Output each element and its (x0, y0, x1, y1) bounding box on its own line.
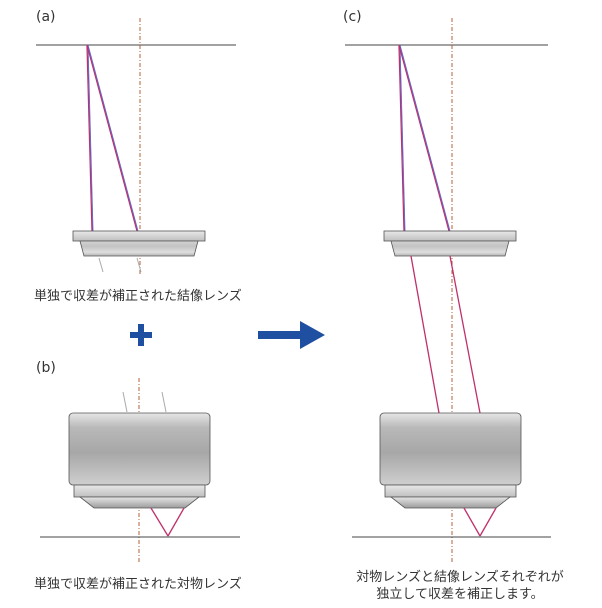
light-ray-a-2 (87, 44, 94, 232)
tube-lens-c (383, 230, 517, 257)
light-ray-c-1 (398, 44, 405, 232)
light-ray-c-7 (463, 507, 481, 537)
light-ray-a-3 (86, 44, 138, 232)
light-ray-a-1 (86, 44, 93, 232)
parallel-ray-b-1 (122, 391, 128, 413)
caption-b: 単独で収差が補正された対物レンズ (34, 577, 242, 592)
light-ray-c-4 (399, 44, 451, 232)
panel-label-b: (b) (36, 360, 56, 376)
light-ray-b-2 (167, 507, 185, 537)
objective-lens-b (68, 412, 211, 509)
right-arrow-icon (258, 321, 325, 349)
light-ray-b-1 (150, 507, 169, 537)
panel-label-c: (c) (343, 9, 362, 25)
panel-label-a: (a) (36, 9, 56, 25)
light-ray-c-2 (399, 44, 406, 232)
parallel-ray-b-2 (161, 391, 167, 413)
plus-icon (130, 324, 152, 346)
objective-lens-c (379, 412, 522, 509)
light-ray-a-4 (87, 44, 139, 232)
panel-b (40, 378, 240, 562)
caption-c-line1: 対物レンズと結像レンズそれぞれが (356, 570, 564, 585)
light-ray-c-6 (449, 255, 481, 414)
caption-c: 対物レンズと結像レンズそれぞれが 独立して収差を補正します。 (340, 569, 580, 603)
light-ray-c-8 (479, 507, 497, 537)
light-ray-c-3 (398, 44, 450, 232)
parallel-ray-a-1 (98, 257, 104, 273)
parallel-ray-a-2 (136, 257, 142, 273)
panel-c (345, 18, 551, 562)
caption-a: 単独で収差が補正された結像レンズ (34, 289, 242, 304)
tube-lens-a (72, 230, 206, 257)
caption-c-line2: 独立して収差を補正します。 (376, 587, 544, 602)
panel-a (36, 18, 236, 276)
light-ray-c-5 (410, 255, 440, 414)
